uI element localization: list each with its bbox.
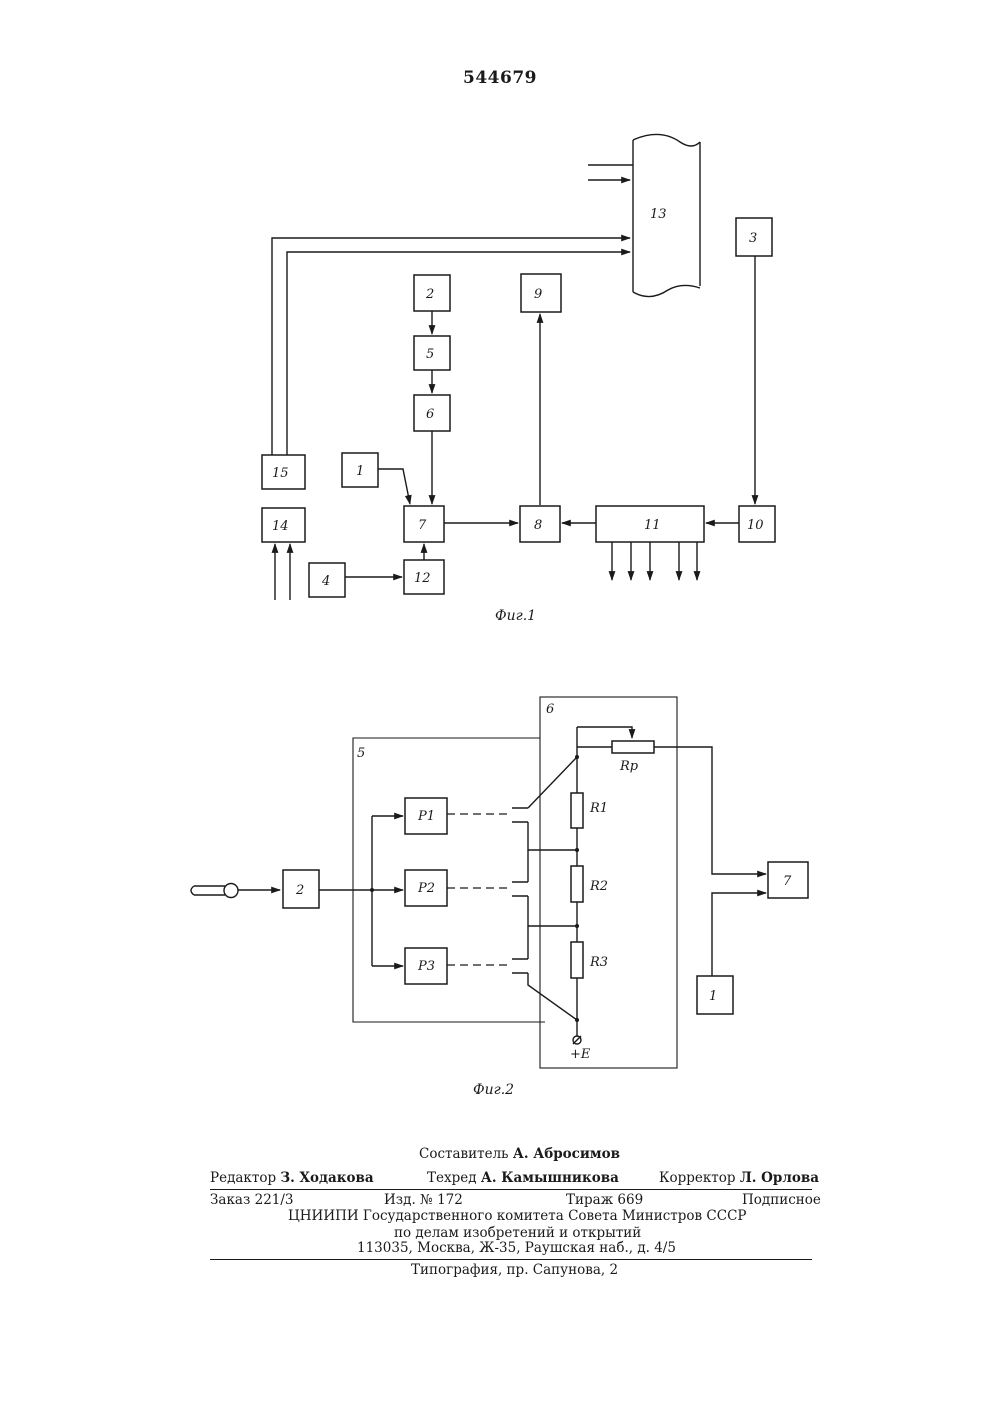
svg-text:7: 7 bbox=[418, 518, 427, 533]
relay-p3: P3 bbox=[405, 948, 447, 984]
svg-text:2: 2 bbox=[295, 883, 304, 898]
svg-text:5: 5 bbox=[426, 347, 434, 362]
org-line-1: ЦНИИПИ Государственного комитета Совета … bbox=[288, 1208, 747, 1224]
org-line-2: по делам изобретений и открытий bbox=[394, 1225, 641, 1241]
order-number: Заказ 221/3 bbox=[210, 1192, 294, 1208]
relay-p2: P2 bbox=[405, 870, 447, 906]
svg-text:15: 15 bbox=[272, 466, 289, 481]
svg-text:2: 2 bbox=[425, 287, 434, 302]
subscription: Подписное bbox=[742, 1192, 821, 1208]
block-7: 7 bbox=[404, 506, 444, 542]
frame-5 bbox=[353, 738, 545, 1022]
svg-text:4: 4 bbox=[321, 574, 330, 589]
block-11: 11 bbox=[596, 506, 704, 542]
block-9: 9 bbox=[521, 274, 561, 312]
supply-terminal: +E bbox=[570, 1036, 591, 1062]
svg-text:+E: +E bbox=[570, 1047, 591, 1062]
resistor-r3: R3 bbox=[571, 942, 608, 978]
techred-line: Техред А. Камышникова bbox=[427, 1170, 619, 1186]
svg-text:1: 1 bbox=[356, 464, 364, 479]
rule-bottom bbox=[210, 1259, 812, 1260]
circulation: Тираж 669 bbox=[566, 1192, 643, 1208]
corrector-line: Корректор Л. Орлова bbox=[659, 1170, 819, 1186]
potentiometer-rp: Rр bbox=[612, 741, 654, 774]
svg-text:R2: R2 bbox=[589, 879, 608, 894]
svg-text:R3: R3 bbox=[589, 955, 608, 970]
svg-text:6: 6 bbox=[426, 407, 434, 422]
figure-1: 13 2 5 6 9 3 bbox=[262, 134, 775, 624]
block-14: 14 bbox=[262, 508, 305, 542]
figure-2: 5 6 2 P1 P2 P3 bbox=[191, 697, 808, 1098]
svg-text:11: 11 bbox=[644, 518, 661, 533]
block-15: 15 bbox=[262, 455, 305, 489]
svg-text:P3: P3 bbox=[417, 959, 435, 974]
svg-text:8: 8 bbox=[534, 518, 542, 533]
edition-number: Изд. № 172 bbox=[384, 1192, 463, 1208]
fig2-block-7: 7 bbox=[768, 862, 808, 898]
block-3: 3 bbox=[736, 218, 772, 256]
sensor-probe bbox=[191, 884, 238, 898]
svg-text:Rр: Rр bbox=[619, 759, 639, 774]
resistor-r1: R1 bbox=[571, 793, 608, 828]
rule-top bbox=[210, 1189, 812, 1190]
svg-text:R1: R1 bbox=[589, 801, 608, 816]
editor-line: Редактор З. Ходакова bbox=[210, 1170, 374, 1186]
relay-p1: P1 bbox=[405, 798, 447, 834]
block-12: 12 bbox=[404, 560, 444, 594]
svg-text:P1: P1 bbox=[417, 809, 435, 824]
svg-text:12: 12 bbox=[414, 571, 431, 586]
block-5: 5 bbox=[414, 336, 450, 370]
svg-text:1: 1 bbox=[709, 989, 717, 1004]
figure-2-caption: Фиг.2 bbox=[473, 1082, 514, 1098]
svg-text:P2: P2 bbox=[417, 881, 435, 896]
block-6: 6 bbox=[414, 395, 450, 431]
printer-line: Типография, пр. Сапунова, 2 bbox=[411, 1262, 618, 1278]
block-4: 4 bbox=[309, 563, 345, 597]
svg-text:9: 9 bbox=[534, 287, 542, 302]
figure-1-caption: Фиг.1 bbox=[495, 608, 536, 624]
fig2-block-2: 2 bbox=[283, 870, 319, 908]
composer-line: Составитель А. Абросимов bbox=[419, 1146, 620, 1162]
svg-text:7: 7 bbox=[783, 874, 792, 889]
block-1: 1 bbox=[342, 453, 378, 487]
label-13: 13 bbox=[650, 207, 667, 222]
label-frame-6: 6 bbox=[546, 702, 554, 717]
org-line-3: 113035, Москва, Ж-35, Раушская наб., д. … bbox=[357, 1240, 676, 1256]
block-2: 2 bbox=[414, 275, 450, 311]
svg-text:10: 10 bbox=[747, 518, 764, 533]
fig2-block-1: 1 bbox=[697, 976, 733, 1014]
block-10: 10 bbox=[739, 506, 775, 542]
pipe-13: 13 bbox=[633, 134, 700, 296]
label-frame-5: 5 bbox=[357, 746, 365, 761]
svg-text:14: 14 bbox=[272, 519, 289, 534]
resistor-r2: R2 bbox=[571, 866, 608, 902]
block-8: 8 bbox=[520, 506, 560, 542]
svg-text:3: 3 bbox=[749, 231, 757, 246]
frame-6 bbox=[540, 697, 677, 1068]
